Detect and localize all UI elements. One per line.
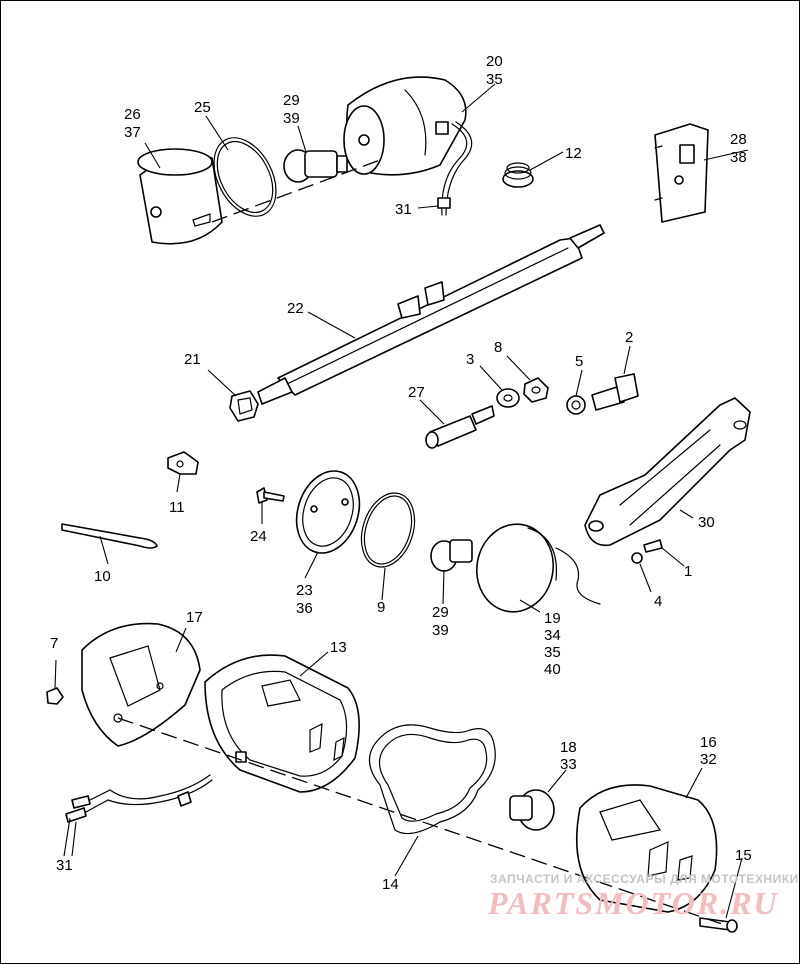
- screw-15: [699, 917, 738, 933]
- clip-11: [167, 451, 199, 475]
- bracket-30: [584, 397, 751, 547]
- watermark-brand: PARTSMOTOR.RU: [487, 885, 779, 921]
- crossbar-22: [257, 224, 605, 405]
- grommet-12: [502, 162, 534, 188]
- bulb-29-top: [283, 149, 348, 183]
- label-9: 9: [377, 599, 385, 616]
- axis-line-bottom: [117, 717, 726, 926]
- label-17: 17: [186, 609, 203, 626]
- leader-lines: [54, 83, 749, 919]
- nut-21: [229, 390, 259, 422]
- signal-housing-20: [343, 76, 467, 176]
- label-26: 26: [124, 106, 141, 123]
- gasket-14: [368, 724, 496, 835]
- label-20: 20: [486, 53, 503, 70]
- label-35-middle: 35: [544, 644, 561, 661]
- label-16: 16: [700, 734, 717, 751]
- part-labels: 20 35 26 37 25 29 39 12 28 38 31 22 21 3…: [50, 53, 752, 893]
- label-30: 30: [698, 514, 715, 531]
- stud-27: [425, 405, 495, 449]
- bolt-2: [591, 373, 639, 411]
- label-29-middle: 29: [432, 604, 449, 621]
- label-38: 38: [730, 149, 747, 166]
- gasket-ring-25: [213, 137, 277, 217]
- gasket-9: [360, 492, 416, 568]
- label-15: 15: [735, 847, 752, 864]
- label-11: 11: [169, 499, 185, 516]
- label-25: 25: [194, 99, 211, 116]
- label-22: 22: [287, 300, 304, 317]
- label-5: 5: [575, 353, 583, 370]
- label-8: 8: [494, 339, 502, 356]
- lens-trim-ring-23: [295, 470, 361, 554]
- label-32: 32: [700, 751, 717, 768]
- wire-clip-10: [61, 523, 158, 549]
- label-39-middle: 39: [432, 622, 449, 639]
- label-31-bottom: 31: [56, 857, 73, 874]
- tail-lamp-lens-16: [575, 784, 718, 913]
- axis-line-top: [211, 159, 381, 223]
- label-7: 7: [50, 635, 58, 652]
- label-19: 19: [544, 610, 561, 627]
- label-37: 37: [124, 124, 141, 141]
- label-14: 14: [382, 876, 399, 893]
- label-28: 28: [730, 131, 747, 148]
- wire-31-bottom: [65, 774, 213, 823]
- lockwasher-5: [566, 395, 586, 415]
- lamp-19: [476, 523, 601, 613]
- label-29-top: 29: [283, 92, 300, 109]
- label-21: 21: [184, 351, 201, 368]
- bulb-18: [509, 789, 555, 831]
- label-13: 13: [330, 639, 347, 656]
- label-12: 12: [565, 145, 582, 162]
- label-18: 18: [560, 739, 577, 756]
- gasket-17: [81, 622, 201, 747]
- label-34: 34: [544, 627, 561, 644]
- washer-4: [631, 552, 643, 564]
- bulb-29-middle: [430, 539, 473, 572]
- label-27: 27: [408, 384, 425, 401]
- label-36: 36: [296, 600, 313, 617]
- label-40: 40: [544, 661, 561, 678]
- nut-8: [523, 377, 549, 403]
- watermark: ЗАПЧАСТИ И АКСЕССУАРЫ ДЛЯ МОТОТЕХНИКИ PA…: [487, 872, 799, 921]
- label-33: 33: [560, 756, 577, 773]
- label-23: 23: [296, 582, 313, 599]
- washer-3: [496, 388, 520, 408]
- watermark-caption: ЗАПЧАСТИ И АКСЕССУАРЫ ДЛЯ МОТОТЕХНИКИ: [490, 872, 799, 886]
- signal-lens-26: [137, 148, 223, 245]
- label-4: 4: [654, 593, 662, 610]
- label-31-top: 31: [395, 201, 412, 218]
- wire-31-top: [437, 121, 473, 216]
- tail-lamp-housing-13: [204, 654, 360, 793]
- label-39-top: 39: [283, 110, 300, 127]
- label-35: 35: [486, 71, 503, 88]
- label-1: 1: [684, 563, 692, 580]
- nut-7: [46, 687, 64, 705]
- screw-24: [256, 487, 285, 504]
- reflector-28: [654, 123, 709, 223]
- screw-1: [643, 539, 663, 553]
- label-10: 10: [94, 568, 111, 585]
- label-3: 3: [466, 351, 474, 368]
- label-2: 2: [625, 329, 633, 346]
- label-24: 24: [250, 528, 267, 545]
